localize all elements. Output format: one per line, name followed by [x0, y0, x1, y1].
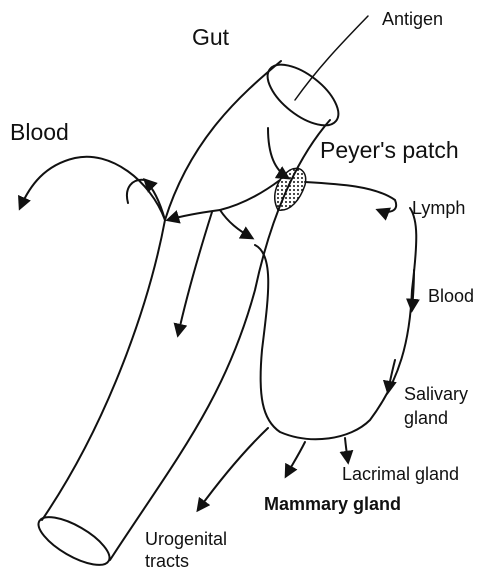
label-salivary-2: gland — [404, 408, 448, 428]
label-blood-right: Blood — [428, 286, 474, 306]
salivary-arrow — [388, 360, 395, 392]
label-blood-left: Blood — [10, 119, 69, 145]
gut-tube — [32, 53, 349, 570]
mammary-arrow — [286, 442, 305, 476]
label-urogenital-2: tracts — [145, 551, 189, 570]
label-lymph: Lymph — [412, 198, 465, 218]
label-urogenital-1: Urogenital — [145, 529, 227, 549]
lacrimal-arrow — [345, 438, 348, 462]
lymph-path — [305, 182, 396, 212]
inner-arrow-mid — [220, 210, 252, 238]
antigen-line — [295, 16, 368, 100]
inner-connector — [220, 180, 280, 210]
circulation-loop — [255, 208, 416, 439]
urogenital-arrow — [198, 428, 268, 510]
antigen-uptake-arrow — [268, 128, 288, 178]
inner-arrow-down — [178, 212, 212, 335]
blood-left-arrow-1 — [20, 157, 165, 220]
peyers-patch — [275, 168, 306, 210]
label-antigen: Antigen — [382, 9, 443, 29]
label-peyers-patch: Peyer's patch — [320, 137, 459, 163]
gut-top-opening — [258, 53, 349, 136]
label-mammary: Mammary gland — [264, 494, 401, 514]
label-lacrimal: Lacrimal gland — [342, 464, 459, 484]
label-gut: Gut — [192, 24, 230, 50]
label-salivary-1: Salivary — [404, 384, 468, 404]
gut-bottom-opening — [32, 508, 116, 570]
